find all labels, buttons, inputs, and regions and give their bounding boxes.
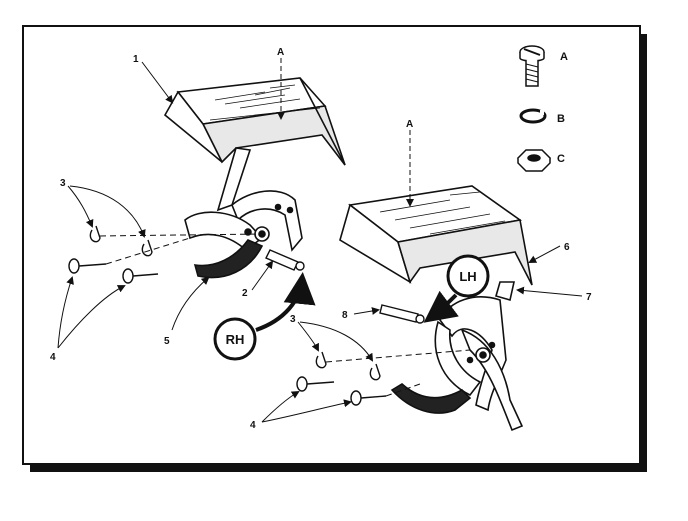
rh-hairpin-clips — [89, 225, 153, 257]
callout-a-right: A — [406, 119, 413, 130]
callout-4-right: 4 — [250, 420, 256, 431]
callout-3-right-leader-a — [297, 321, 319, 352]
rh-label: RH — [226, 332, 245, 347]
callout-4-right-leader-a — [261, 390, 300, 423]
callout-3-right: 3 — [290, 314, 296, 325]
screw-icon — [519, 45, 545, 87]
lh-label-badge: LH — [446, 254, 490, 298]
callout-4-right-leader-b — [261, 399, 352, 423]
rh-tine-shield — [163, 77, 346, 166]
rh-alignment-line-2 — [105, 237, 191, 265]
callout-6-leader — [528, 245, 561, 263]
callout-7-leader — [516, 286, 583, 297]
lh-direction-arrow — [423, 290, 459, 323]
lockwasher-split — [540, 110, 544, 115]
callout-3-left-leader-a — [67, 185, 94, 228]
callout-5-leader — [171, 276, 210, 331]
lockwasher-label: B — [557, 113, 565, 125]
callout-4-left-leader-a — [57, 276, 74, 349]
callout-1-leader — [141, 61, 174, 104]
callout-8-leader — [353, 307, 380, 315]
callout-2: 2 — [242, 288, 248, 299]
callout-3-right-leader-b — [299, 321, 374, 362]
lockwasher-icon — [519, 108, 547, 124]
callout-7: 7 — [586, 292, 592, 303]
callout-6: 6 — [564, 242, 570, 253]
lh-label: LH — [459, 269, 476, 284]
rh-label-badge: RH — [213, 317, 257, 361]
callout-3-left: 3 — [60, 178, 66, 189]
diagram-frame — [22, 25, 641, 465]
callout-3-left-leader-b — [69, 185, 146, 238]
tine-pin-8 — [379, 304, 425, 324]
rh-clevis-bolts — [68, 258, 159, 284]
nut-icon — [516, 149, 552, 172]
rh-direction-arrow — [255, 272, 316, 332]
callout-1: 1 — [133, 54, 139, 65]
lh-clevis-bolts — [296, 376, 387, 406]
lh-alignment-line — [325, 349, 471, 363]
lh-hairpin-clips — [315, 351, 381, 381]
callout-2-leader — [251, 260, 274, 291]
callout-4-left: 4 — [50, 352, 56, 363]
rh-alignment-line — [99, 233, 263, 237]
tine-pin-2 — [265, 249, 305, 271]
callout-a-left: A — [277, 47, 284, 58]
lh-tine-shield — [339, 185, 533, 286]
callout-8: 8 — [342, 310, 348, 321]
lh-tine-assembly — [390, 281, 524, 432]
callout-4-left-leader-b — [57, 285, 126, 349]
callout-5: 5 — [164, 336, 170, 347]
lh-alignment-line-2 — [385, 383, 421, 397]
nut-label: C — [557, 153, 565, 165]
screw-label: A — [560, 51, 568, 63]
